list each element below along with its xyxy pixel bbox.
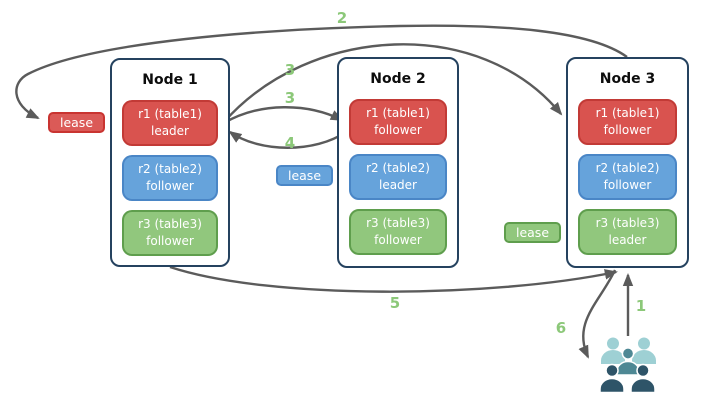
replica-label: r3 (table3)	[595, 216, 660, 231]
replica-label: r1 (table1)	[138, 107, 202, 122]
node3-title: Node 3	[599, 71, 656, 87]
replica-role: follower	[374, 233, 422, 247]
arrow-step2-node3-to-lease1	[15, 24, 628, 120]
replica-label: r2 (table2)	[366, 161, 430, 176]
step-label-4: 4	[284, 134, 296, 152]
node1-r1-replica: r1 (table1) leader	[122, 100, 218, 146]
users-icon	[599, 337, 656, 394]
node2-r1-replica: r1 (table1) follower	[349, 99, 447, 145]
step-label-3a: 3	[284, 61, 296, 79]
replica-role: leader	[150, 124, 189, 138]
replica-role: leader	[608, 233, 647, 247]
arrow-step3-node1-to-node2	[223, 106, 344, 125]
step-label-2: 2	[336, 9, 348, 27]
replica-role: follower	[146, 179, 194, 193]
replica-label: r2 (table2)	[138, 162, 202, 177]
lease-badge-table2: lease	[276, 165, 333, 186]
node3-r3-replica: r3 (table3) leader	[578, 209, 677, 255]
replica-role: follower	[146, 234, 194, 248]
node1-title: Node 1	[142, 72, 198, 88]
replica-role: leader	[378, 178, 417, 192]
node2-title: Node 2	[370, 71, 426, 87]
step-label-6: 6	[555, 319, 567, 337]
arrow-step5-node1-to-node3	[169, 265, 618, 293]
node1-r2-replica: r2 (table2) follower	[122, 155, 218, 201]
replica-role: follower	[603, 123, 652, 137]
node2-r2-replica: r2 (table2) leader	[349, 154, 447, 200]
node1: Node 1 r1 (table1) leader r2 (table2) fo…	[110, 58, 230, 267]
node3: Node 3 r1 (table1) follower r2 (table2) …	[566, 57, 689, 268]
arrow-step6-node3-to-users	[578, 269, 617, 359]
replica-label: r2 (table2)	[595, 161, 660, 176]
node2-r3-replica: r3 (table3) follower	[349, 209, 447, 255]
replica-role: follower	[374, 123, 422, 137]
step-label-5: 5	[389, 294, 401, 312]
node3-r1-replica: r1 (table1) follower	[578, 99, 677, 145]
node2: Node 2 r1 (table1) follower r2 (table2) …	[337, 57, 459, 268]
replica-role: follower	[603, 178, 652, 192]
arrow-step3-node1-to-node3	[223, 43, 563, 123]
step-label-1: 1	[635, 297, 647, 315]
step-label-3b: 3	[284, 89, 296, 107]
replica-label: r1 (table1)	[366, 106, 430, 121]
node1-r3-replica: r3 (table3) follower	[122, 210, 218, 256]
node3-r2-replica: r2 (table2) follower	[578, 154, 677, 200]
arrow-step4-node2-to-node1	[228, 130, 347, 149]
replica-label: r1 (table1)	[595, 106, 660, 121]
replica-label: r3 (table3)	[366, 216, 430, 231]
replica-label: r3 (table3)	[138, 217, 202, 232]
lease-badge-table1: lease	[48, 112, 105, 133]
lease-badge-table3: lease	[504, 222, 561, 243]
